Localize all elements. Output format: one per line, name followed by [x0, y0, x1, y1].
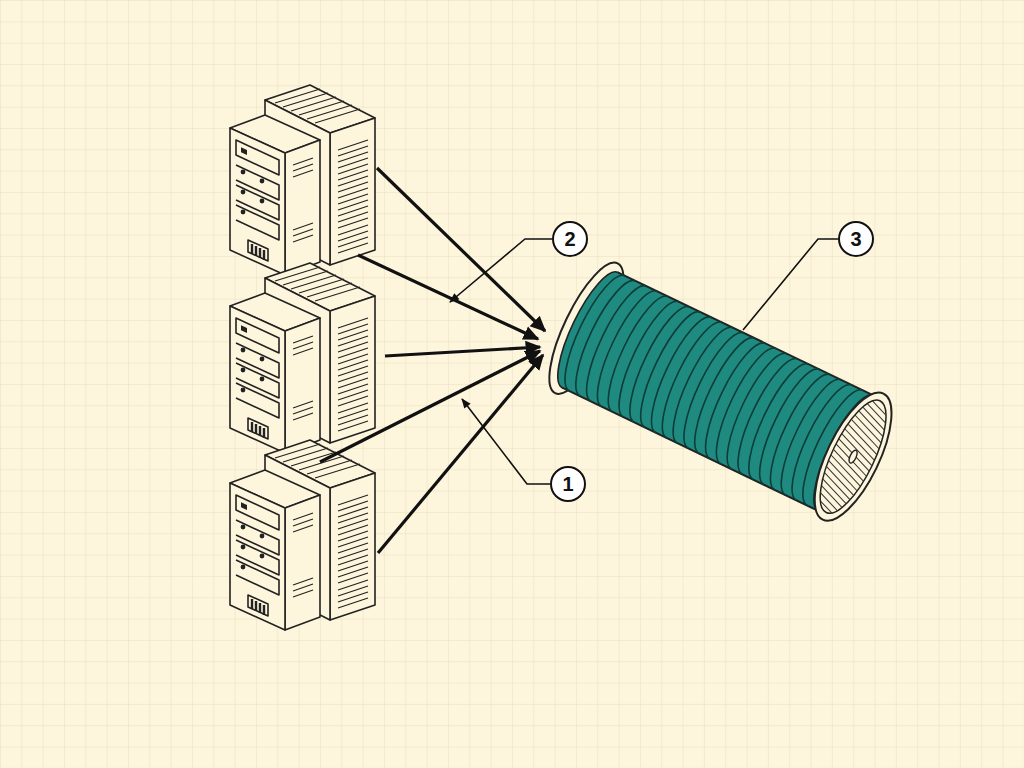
- hatch-line: [805, 478, 861, 519]
- hatch-line: [813, 462, 869, 503]
- hatch-line: [824, 440, 880, 481]
- hatch-line: [808, 472, 864, 513]
- hatch-line: [855, 375, 911, 416]
- callout-number: 2: [555, 227, 585, 251]
- leader-lines: [450, 239, 838, 484]
- server-tower: [230, 440, 375, 630]
- hatch-line: [837, 413, 893, 454]
- hatch-line: [800, 489, 856, 530]
- hatch-line: [860, 364, 916, 405]
- hatch-line: [798, 494, 854, 535]
- hatch-line: [842, 402, 898, 443]
- server-tower: [230, 263, 375, 453]
- hatch-line: [803, 483, 859, 524]
- callout-circles: [551, 222, 873, 501]
- callout-number: 1: [553, 472, 583, 496]
- hatch-line: [850, 386, 906, 427]
- hatch-line: [795, 499, 851, 540]
- hatch-line: [829, 429, 885, 470]
- data-flow-arrows: [320, 168, 545, 553]
- hatch-line: [792, 505, 848, 546]
- hatch-line: [831, 424, 887, 465]
- hatch-line: [811, 467, 867, 508]
- storage-cylinder: [529, 238, 915, 546]
- hatch-line: [857, 370, 913, 411]
- hatch-line: [816, 456, 872, 497]
- hatch-line: [821, 445, 877, 486]
- server-tower: [230, 85, 375, 275]
- hatch-line: [839, 408, 895, 449]
- hatch-line: [834, 418, 890, 459]
- hatch-line: [826, 435, 882, 476]
- callout-number: 3: [841, 227, 871, 251]
- hatch-line: [847, 391, 903, 432]
- hatch-line: [844, 397, 900, 438]
- hatch-line: [818, 451, 874, 492]
- hatch-line: [852, 380, 908, 421]
